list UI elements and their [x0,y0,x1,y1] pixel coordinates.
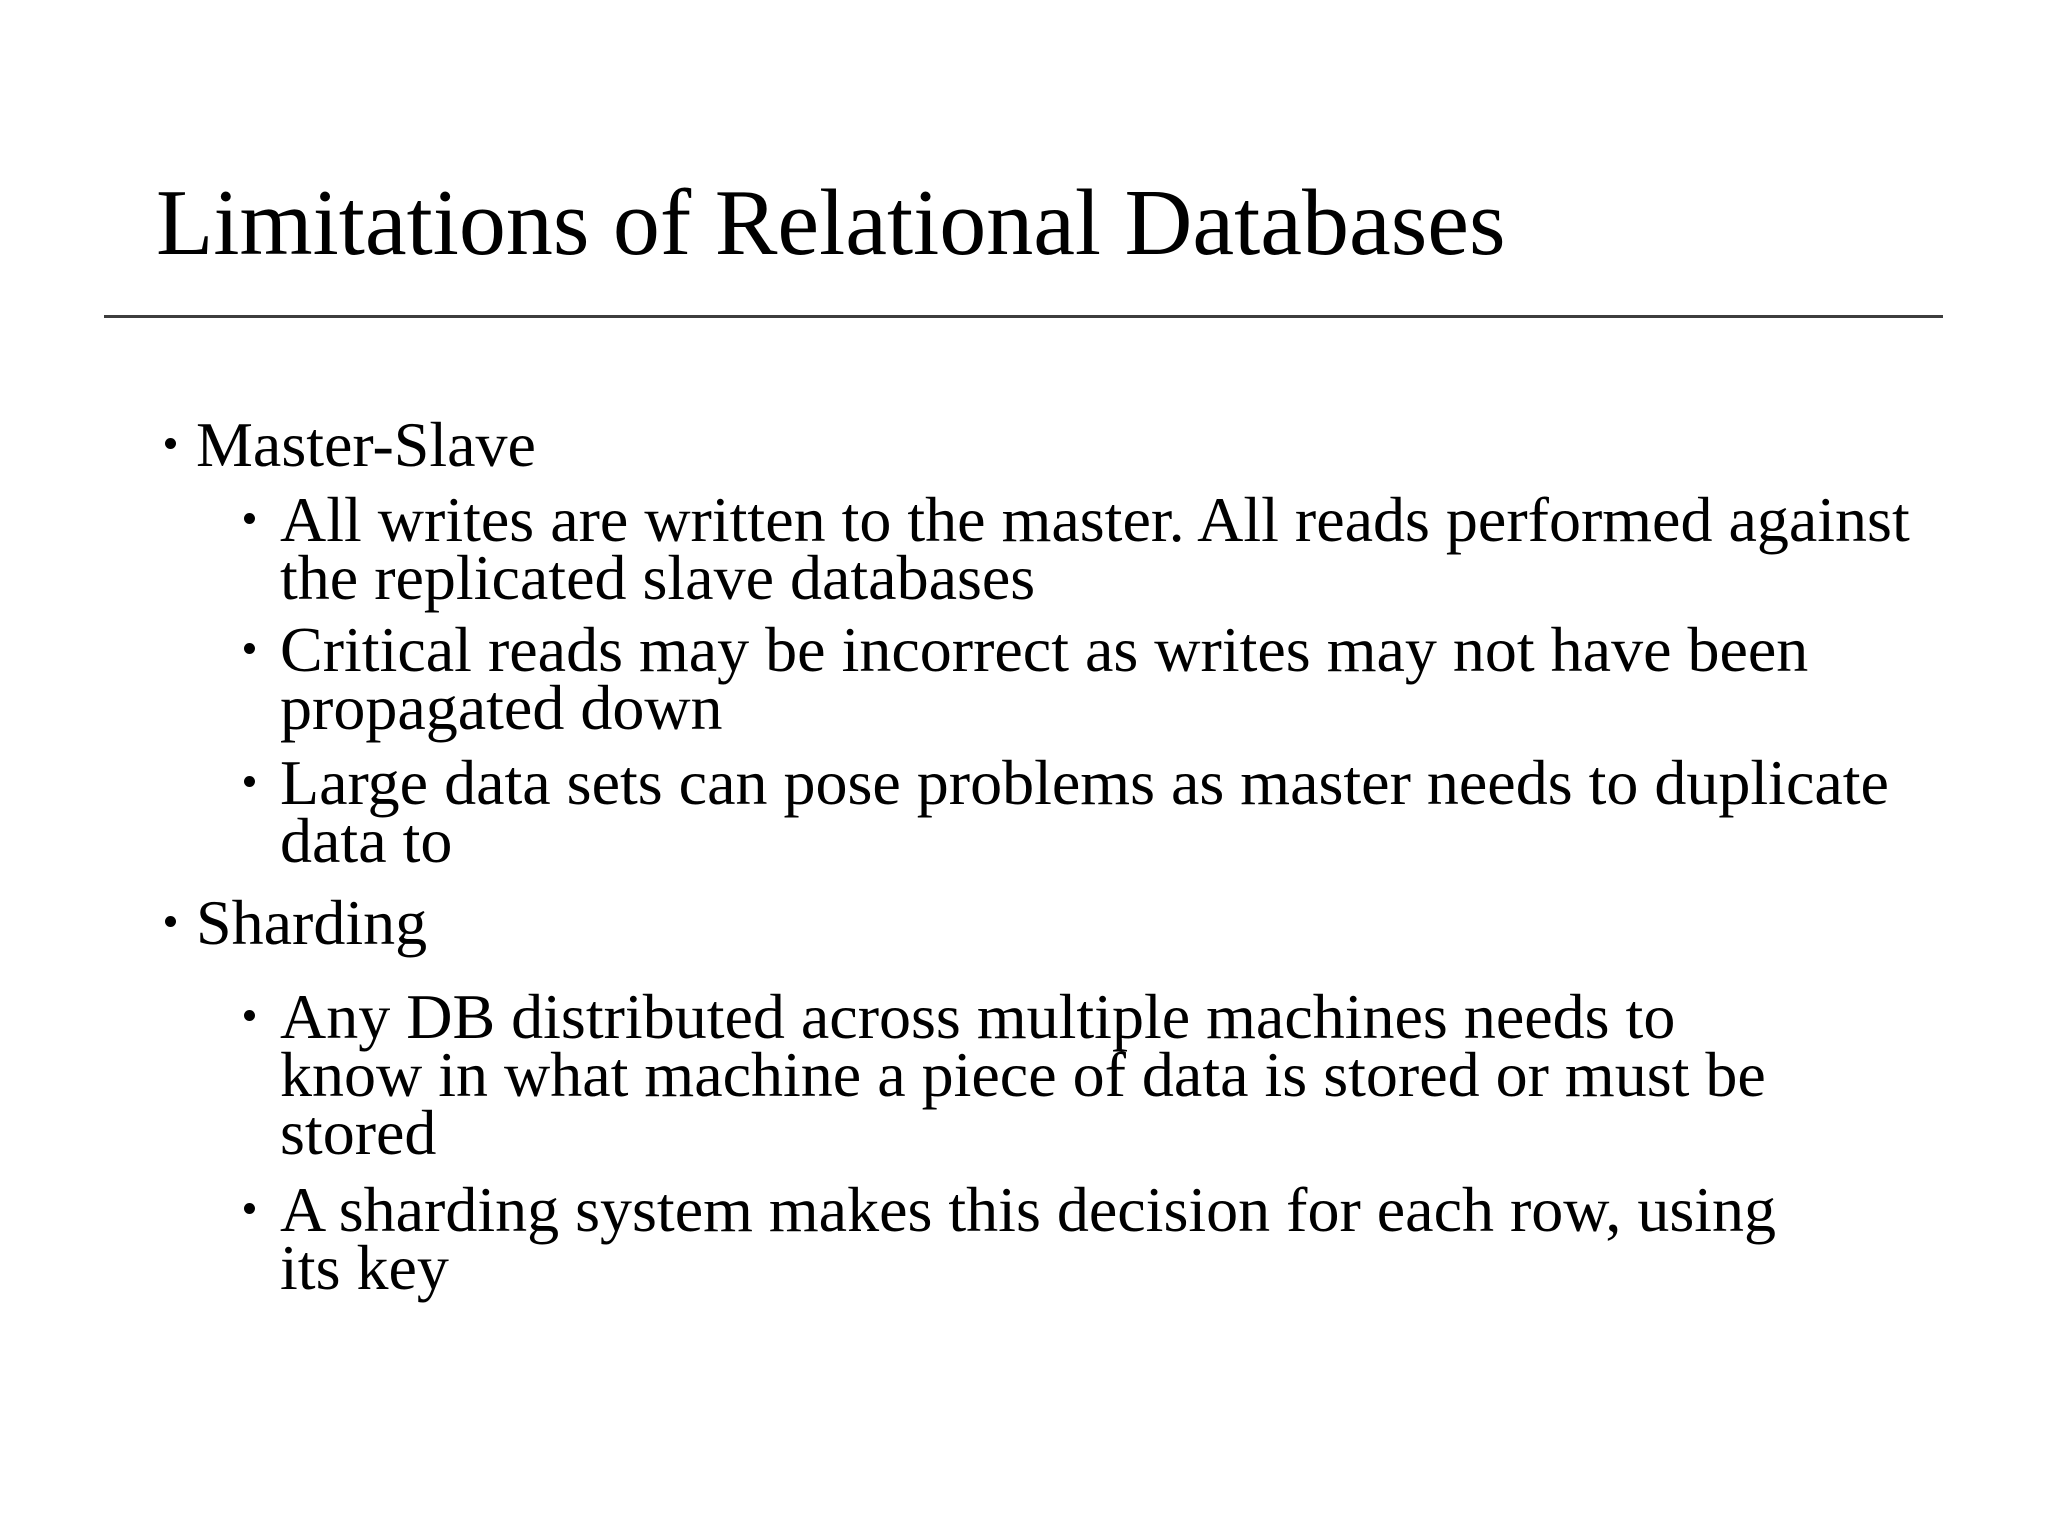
bullet-text: Any DB distributed across multiple machi… [280,981,1766,1168]
bullet-icon [165,438,176,449]
title-divider-line [104,315,1943,318]
sub-bullet-item-critical-reads: Critical reads may be incorrect as write… [244,614,1809,743]
slide-title: Limitations of Relational Databases [156,171,1506,275]
bullet-line: know in what machine a piece of data is … [280,1039,1766,1110]
bullet-line: Critical reads may be incorrect as write… [280,614,1809,685]
bullet-icon [165,916,176,927]
bullet-text: All writes are written to the master. Al… [280,484,1910,613]
bullet-line: stored [280,1097,437,1168]
sub-bullet-item-large-data-sets: Large data sets can pose problems as mas… [244,747,1889,876]
bullet-item-sharding: Sharding [165,887,428,958]
bullet-item-master-slave: Master-Slave [165,409,536,480]
bullet-line: A sharding system makes this decision fo… [280,1174,1777,1245]
bullet-text: Critical reads may be incorrect as write… [280,614,1809,743]
sub-bullet-item-any-db: Any DB distributed across multiple machi… [244,981,1766,1168]
bullet-icon [244,1203,255,1214]
bullet-text: A sharding system makes this decision fo… [280,1174,1777,1303]
bullet-line: Large data sets can pose problems as mas… [280,747,1889,818]
bullet-icon [244,643,255,654]
sub-bullet-item-all-writes: All writes are written to the master. Al… [244,484,1910,613]
bullet-line: data to [280,805,453,876]
bullet-line: Master-Slave [196,409,536,480]
bullet-text: Sharding [196,887,428,958]
bullet-line: All writes are written to the master. Al… [280,484,1910,555]
bullet-line: propagated down [280,672,723,743]
bullet-line: its key [280,1232,449,1303]
sub-bullet-item-sharding-system: A sharding system makes this decision fo… [244,1174,1777,1303]
bullet-text: Large data sets can pose problems as mas… [280,747,1889,876]
bullet-icon [244,1010,255,1021]
bullet-line: the replicated slave databases [280,542,1036,613]
bullet-icon [244,776,255,787]
bullet-line: Sharding [196,887,428,958]
bullet-icon [244,513,255,524]
bullet-text: Master-Slave [196,409,536,480]
bullet-line: Any DB distributed across multiple machi… [280,981,1676,1052]
